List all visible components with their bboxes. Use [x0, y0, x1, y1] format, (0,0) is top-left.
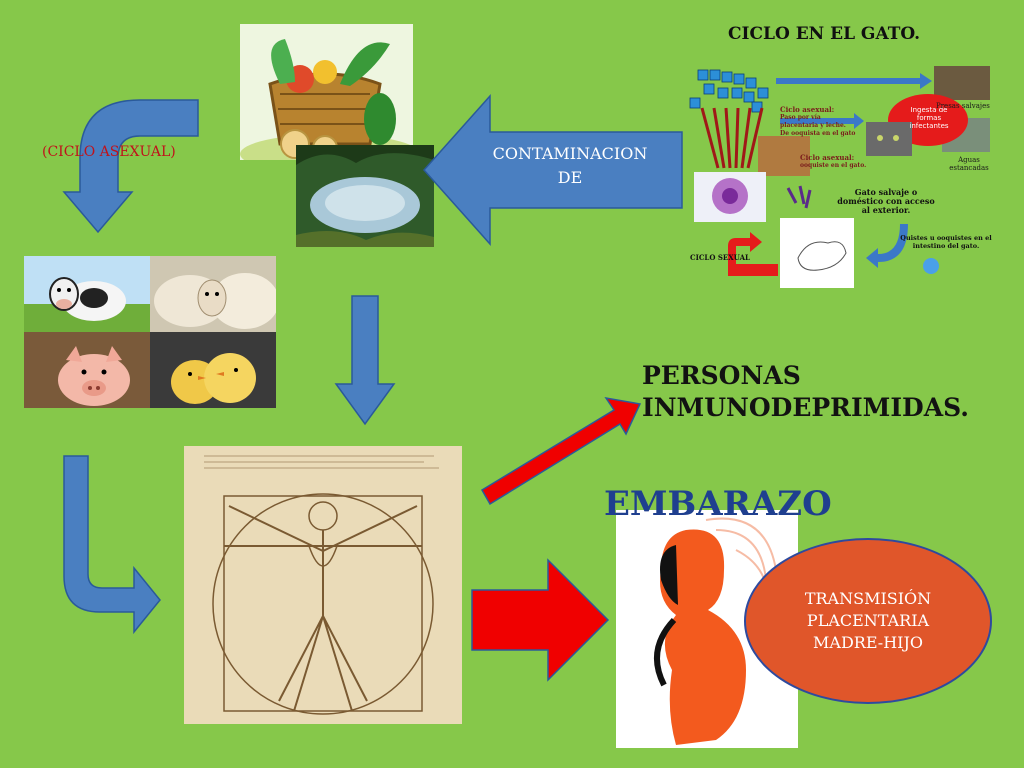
l-arrow-bottom-left — [63, 455, 161, 635]
red-diagonal-arrow — [480, 396, 642, 506]
curved-arrow-top-left — [62, 99, 199, 234]
transmision-line2: PLACENTARIA — [806, 611, 930, 630]
ciclo-asexual2-text: ooquiste en el gato. — [800, 162, 867, 169]
transmision-line3: MADRE-HIJO — [813, 633, 923, 652]
contaminacion-arrow — [422, 94, 683, 246]
personas-line1: PERSONAS — [642, 361, 801, 390]
transmision-ellipse: TRANSMISIÓN PLACENTARIA MADRE-HIJO — [744, 538, 992, 704]
presas-label: Presas salvajes — [936, 102, 990, 110]
ciclo-asexual-label: (CICLO ASEXUAL) — [42, 144, 176, 160]
cow-image — [24, 256, 150, 332]
ingesta-label: Ingesta de formas infectantes — [909, 106, 949, 130]
ciclo-gato-title: CICLO EN EL GATO. — [728, 24, 921, 44]
ciclo-asexual-text1: Paso por vía placentaria y leche. — [780, 114, 846, 129]
pond-image — [296, 145, 434, 247]
ciclo-asexual-text2: De ooquista en el gato — [780, 130, 856, 137]
personas-label: PERSONAS INMUNODEPRIMIDAS. — [642, 360, 969, 424]
aguas-label: Aguas estancadas — [949, 156, 989, 172]
personas-line2: INMUNODEPRIMIDAS. — [642, 393, 969, 422]
ciclo-asexual2-title: Ciclo asexual: — [800, 153, 855, 162]
red-right-arrow — [471, 558, 610, 682]
contaminacion-line1: CONTAMINACION — [492, 144, 648, 163]
vitruvian-man-image — [184, 446, 462, 724]
ciclo-asexual-title: Ciclo asexual: — [780, 105, 835, 114]
ciclo-sexual-label: CICLO SEXUAL — [690, 253, 750, 262]
sheep-image — [150, 256, 276, 332]
gato-salvaje-label: Gato salvaje o doméstico con acceso al e… — [837, 187, 935, 215]
cat-cycle-diagram: Ingesta de formas infectantes Presas sal… — [688, 58, 996, 290]
transmision-line1: TRANSMISIÓN — [804, 589, 932, 608]
contaminacion-label: CONTAMINACION DE — [470, 142, 670, 190]
chicks-image — [150, 332, 276, 408]
quistes-label: Quistes u ooquistes en el intestino del … — [900, 234, 992, 250]
embarazo-title: EMBARAZO — [604, 484, 832, 524]
down-arrow-middle — [334, 295, 396, 426]
pig-image — [24, 332, 150, 408]
contaminacion-line2: DE — [557, 168, 583, 187]
